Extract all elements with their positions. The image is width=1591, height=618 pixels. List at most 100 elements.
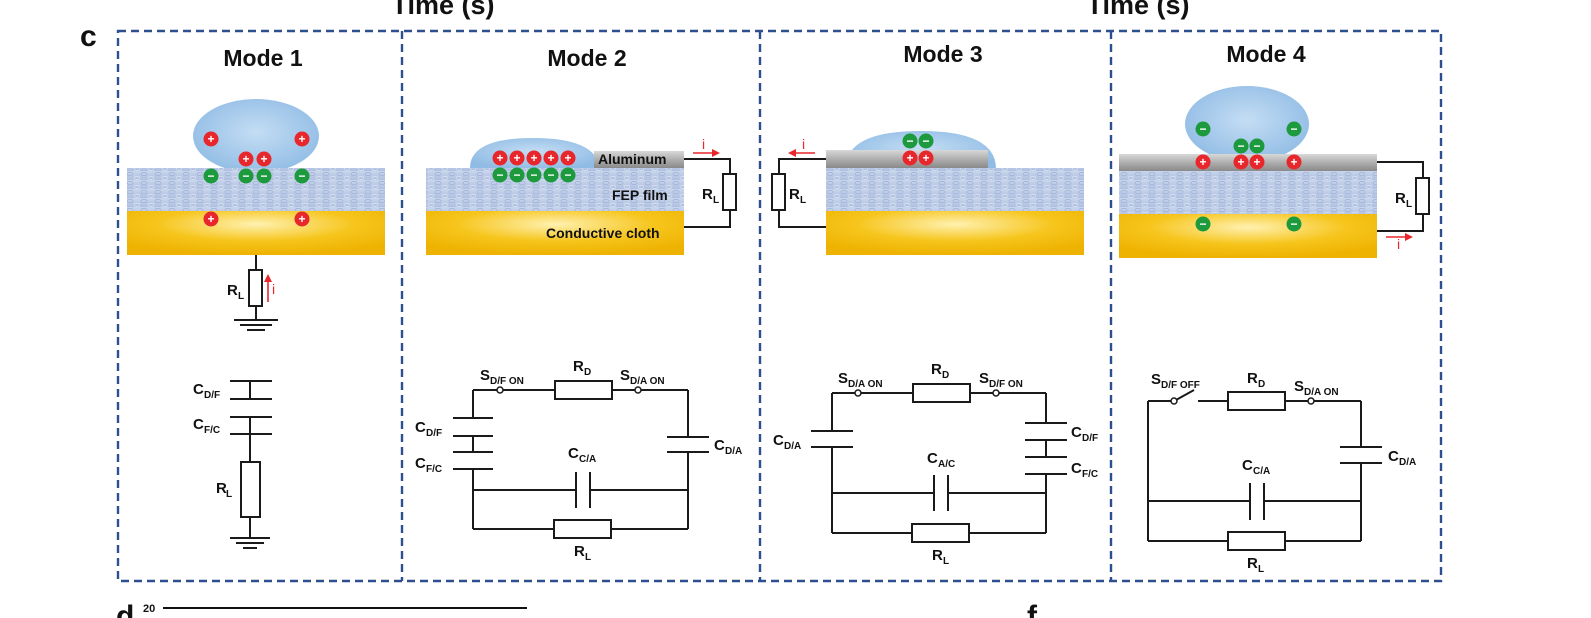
svg-text:−: −: [1199, 217, 1206, 231]
negative-charge: −: [492, 167, 508, 183]
svg-text:R: R: [574, 543, 585, 560]
svg-text:−: −: [1290, 122, 1297, 136]
mode-1-device: [127, 99, 385, 255]
negative-charge: −: [203, 168, 219, 184]
svg-text:−: −: [1290, 217, 1297, 231]
svg-text:+: +: [298, 132, 305, 146]
svg-text:−: −: [260, 169, 267, 183]
svg-text:+: +: [207, 212, 214, 226]
svg-text:+: +: [1253, 155, 1260, 169]
negative-charge: −: [560, 167, 576, 183]
svg-text:S: S: [1151, 371, 1161, 388]
mode-4-title: Mode 4: [1226, 41, 1305, 67]
svg-text:L: L: [800, 195, 806, 206]
svg-text:i: i: [272, 281, 275, 297]
negative-charge: −: [902, 133, 918, 149]
svg-text:S: S: [979, 370, 989, 387]
axis-tick-label: 20: [143, 603, 155, 615]
negative-charge: −: [543, 167, 559, 183]
mode-1-load-circuit: i R L: [227, 255, 278, 331]
mode-3-device: [826, 131, 1084, 255]
svg-text:L: L: [238, 291, 244, 302]
svg-text:R: R: [216, 480, 227, 497]
svg-text:R: R: [702, 186, 713, 203]
fep-film-layer: [127, 168, 385, 211]
svg-text:+: +: [242, 152, 249, 166]
negative-charge: −: [1195, 216, 1211, 232]
aluminum-electrode: [594, 151, 684, 168]
svg-text:R: R: [789, 186, 800, 203]
svg-text:C: C: [568, 445, 579, 462]
svg-text:+: +: [260, 152, 267, 166]
svg-text:−: −: [496, 168, 503, 182]
fep-film-layer: [1119, 171, 1377, 214]
time-axis-label-right: Time (s): [1086, 0, 1189, 20]
svg-text:F/C: F/C: [426, 464, 442, 475]
svg-text:C: C: [714, 437, 725, 454]
svg-text:C: C: [1388, 448, 1399, 465]
negative-charge: −: [509, 167, 525, 183]
mode-1-charges: + + + + − − − − + +: [203, 131, 310, 227]
svg-text:C/A: C/A: [579, 454, 596, 465]
conductive-cloth-layer: [826, 211, 1084, 255]
svg-text:D/F: D/F: [426, 428, 442, 439]
dashed-frame: [116, 29, 1443, 583]
svg-text:C/A: C/A: [1253, 466, 1270, 477]
svg-text:+: +: [496, 151, 503, 165]
svg-text:+: +: [564, 151, 571, 165]
svg-text:R: R: [931, 361, 942, 378]
negative-charge: −: [256, 168, 272, 184]
svg-text:R: R: [932, 547, 943, 564]
mode-3-load-circuit: i R L: [771, 136, 826, 228]
conductive-cloth-layer: [127, 211, 385, 255]
svg-text:D/F: D/F: [1082, 433, 1098, 444]
svg-text:L: L: [226, 489, 232, 500]
svg-text:D: D: [1258, 379, 1265, 390]
svg-text:−: −: [1237, 139, 1244, 153]
svg-text:+: +: [922, 151, 929, 165]
positive-charge: +: [1249, 154, 1265, 170]
svg-text:+: +: [547, 151, 554, 165]
svg-text:−: −: [242, 169, 249, 183]
negative-charge: −: [918, 133, 934, 149]
svg-text:D/A ON: D/A ON: [848, 379, 883, 390]
svg-text:C: C: [1071, 460, 1082, 477]
svg-text:C: C: [415, 419, 426, 436]
negative-charge: −: [294, 168, 310, 184]
svg-text:−: −: [906, 134, 913, 148]
svg-text:−: −: [298, 169, 305, 183]
svg-text:S: S: [480, 367, 490, 384]
svg-text:−: −: [207, 169, 214, 183]
negative-charge: −: [1286, 121, 1302, 137]
svg-text:D/A ON: D/A ON: [630, 376, 665, 387]
svg-text:A/C: A/C: [938, 459, 955, 470]
mode-4-charges: − − − − + + + + − −: [1195, 121, 1302, 232]
svg-text:R: R: [1247, 370, 1258, 387]
svg-text:L: L: [1406, 199, 1412, 210]
svg-text:+: +: [298, 212, 305, 226]
svg-text:i: i: [702, 136, 705, 152]
svg-text:D/F ON: D/F ON: [490, 376, 524, 387]
panel-letter-d: d: [116, 600, 134, 618]
positive-charge: +: [203, 211, 219, 227]
svg-text:S: S: [838, 370, 848, 387]
svg-text:+: +: [906, 151, 913, 165]
svg-text:+: +: [530, 151, 537, 165]
svg-text:−: −: [1253, 139, 1260, 153]
svg-text:D/A: D/A: [784, 441, 801, 452]
svg-text:R: R: [1395, 190, 1406, 207]
svg-text:R: R: [573, 358, 584, 375]
mode-4-load-circuit: i R L: [1377, 161, 1430, 252]
positive-charge: +: [203, 131, 219, 147]
droplet: [1185, 86, 1309, 162]
svg-text:C: C: [1242, 457, 1253, 474]
positive-charge: +: [492, 150, 508, 166]
positive-charge: +: [238, 151, 254, 167]
mode-1-equivalent-circuit: C D/F C F/C R L: [193, 380, 272, 549]
positive-charge: +: [1233, 154, 1249, 170]
svg-text:C: C: [415, 455, 426, 472]
positive-charge: +: [902, 150, 918, 166]
svg-text:−: −: [564, 168, 571, 182]
mode-2-title: Mode 2: [547, 45, 626, 71]
